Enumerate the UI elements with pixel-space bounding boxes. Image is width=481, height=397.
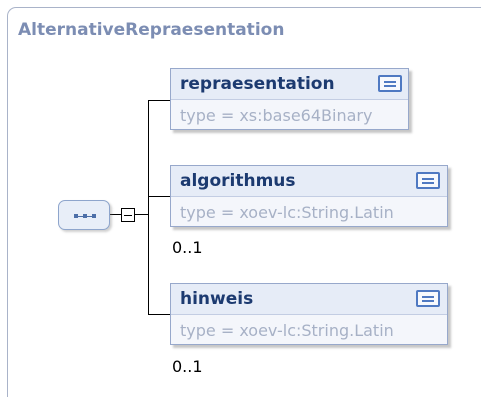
connector-trunk (148, 100, 149, 315)
occurrence-label: 0..1 (172, 357, 203, 376)
element-type: type = xoev-lc:String.Latin (180, 203, 394, 222)
element-name: algorithmus (180, 171, 296, 191)
sequence-compositor[interactable] (58, 200, 110, 230)
element-repraesentation[interactable]: repraesentation type = xs:base64Binary (170, 68, 409, 130)
element-algorithmus[interactable]: algorithmus type = xoev-lc:String.Latin (170, 165, 448, 227)
collapse-toggle-icon[interactable] (121, 208, 135, 222)
element-hinweis[interactable]: hinweis type = xoev-lc:String.Latin (170, 283, 448, 345)
connector-collapse-to-trunk (135, 214, 149, 215)
element-header: hinweis (171, 284, 447, 315)
element-name: repraesentation (180, 74, 335, 94)
connector-branch-2 (148, 196, 170, 197)
complex-type-title: AlternativeRepraesentation (18, 20, 285, 40)
element-type: type = xs:base64Binary (180, 106, 373, 125)
documentation-icon[interactable] (416, 290, 440, 307)
element-header: repraesentation (171, 69, 408, 100)
element-name: hinweis (180, 289, 254, 309)
sequence-icon (74, 214, 96, 218)
connector-branch-1 (148, 100, 170, 101)
element-type: type = xoev-lc:String.Latin (180, 321, 394, 340)
documentation-icon[interactable] (378, 75, 402, 92)
connector-branch-3 (148, 314, 170, 315)
connector-seq-to-collapse (110, 214, 121, 215)
complex-type-frame (7, 7, 481, 397)
element-header: algorithmus (171, 166, 447, 197)
occurrence-label: 0..1 (172, 238, 203, 257)
documentation-icon[interactable] (416, 172, 440, 189)
